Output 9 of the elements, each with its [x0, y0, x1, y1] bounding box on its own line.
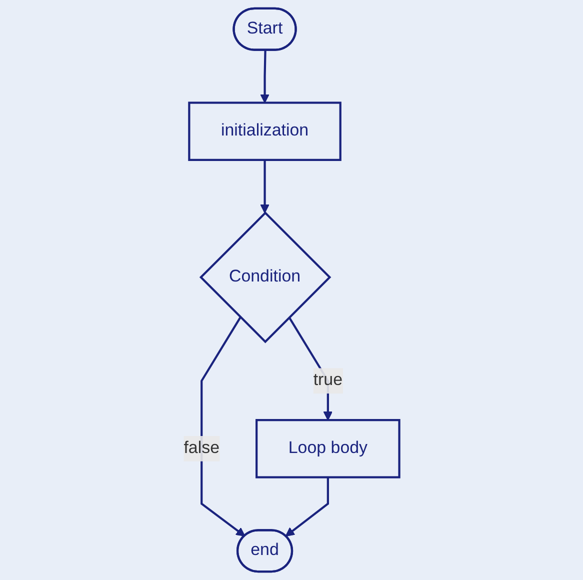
node-box: initialization: [188, 102, 342, 161]
node-box: Loop body: [256, 419, 400, 478]
node-diamond: Condition: [199, 211, 332, 344]
arrow: [260, 160, 270, 214]
edge-label: true: [313, 371, 343, 390]
arrow: [285, 477, 329, 537]
arrow: [200, 316, 246, 537]
arrow: [260, 50, 270, 104]
edge-label: false: [184, 439, 220, 458]
